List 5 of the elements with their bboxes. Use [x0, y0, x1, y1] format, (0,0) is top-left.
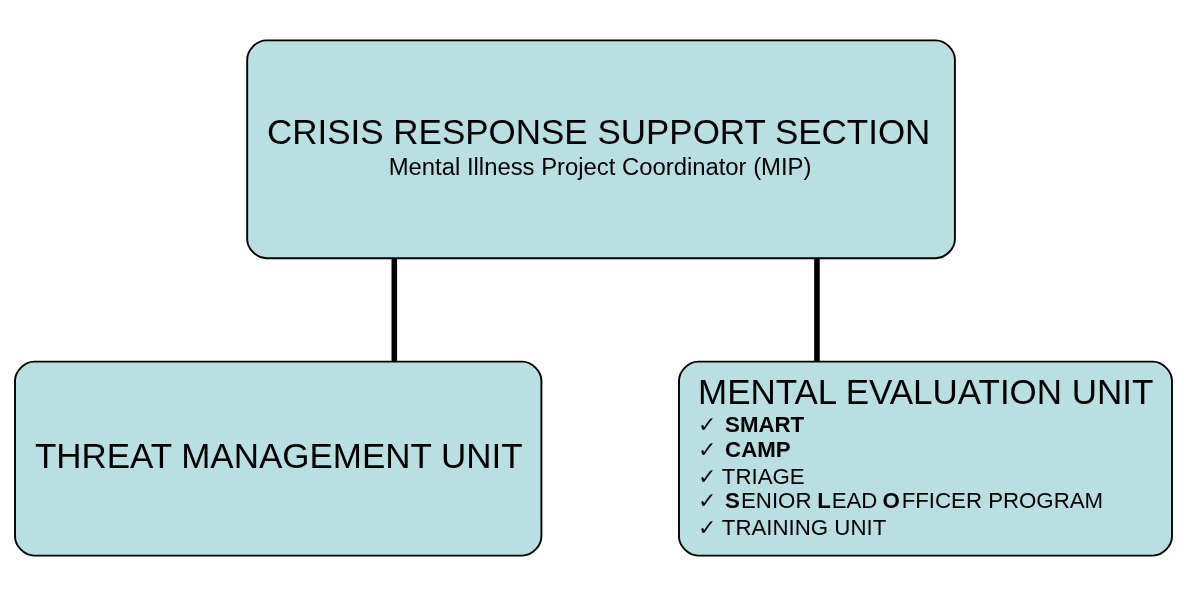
connector	[391, 258, 398, 362]
connector	[814, 258, 820, 362]
node-box: THREAT MANAGEMENT UNIT	[14, 360, 543, 557]
node-box: CRISIS RESPONSE SUPPORT SECTION Mental Illness Project Coordinator (MIP)	[246, 39, 956, 260]
node-box: MENTAL EVALUATION UNIT ✓ SMART ✓ CAMP ✓ TRIAGE ✓ SENIOR LEAD OFFICER PROGRAM ✓ TRAINING UNIT	[678, 360, 1173, 557]
